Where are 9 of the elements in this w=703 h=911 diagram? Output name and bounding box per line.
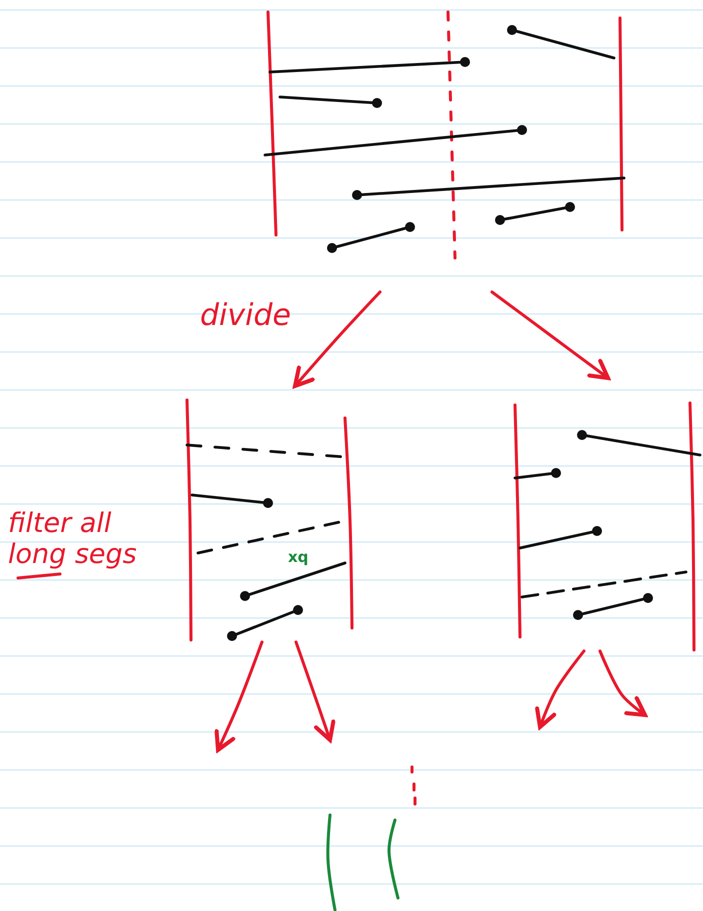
arrow (214, 640, 264, 752)
annotation-note: filter all long segs (8, 508, 138, 570)
arrow (535, 650, 586, 730)
arrow (598, 650, 648, 718)
edge-label: divide (200, 298, 291, 333)
arrow (490, 290, 610, 380)
arrow (292, 290, 382, 388)
arrow (294, 640, 336, 742)
point-label: xq (288, 548, 308, 566)
